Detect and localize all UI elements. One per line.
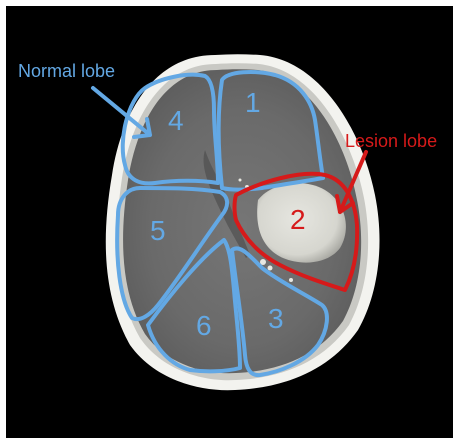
- region-label-6: 6: [196, 310, 212, 341]
- calcification: [268, 266, 273, 271]
- lesion-lobe-label: Lesion lobe: [345, 131, 437, 151]
- region-label-3: 3: [268, 303, 284, 334]
- region-label-5: 5: [150, 215, 166, 246]
- normal-lobe-label: Normal lobe: [18, 61, 115, 81]
- region-label-1: 1: [245, 87, 261, 118]
- region-label-2: 2: [290, 204, 306, 235]
- calcification: [289, 278, 293, 282]
- calcification: [239, 179, 242, 182]
- region-label-4: 4: [168, 105, 184, 136]
